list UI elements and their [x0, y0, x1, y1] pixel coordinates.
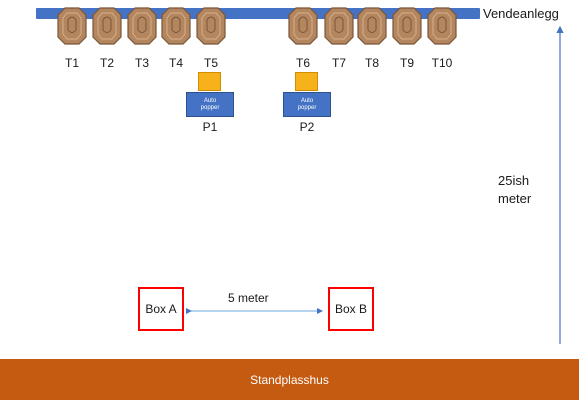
popper-label: P1 — [202, 120, 218, 134]
target-label: T5 — [203, 56, 218, 70]
target-label: T3 — [134, 56, 149, 70]
standplasshus-label: Standplasshus — [250, 372, 329, 387]
popper-label: P2 — [299, 120, 315, 134]
target-label: T1 — [64, 56, 79, 70]
target-icon — [92, 7, 122, 45]
popper-p1: Auto popper — [186, 72, 234, 117]
popper-caption-line1: Auto — [300, 98, 314, 104]
target-t2: T2 — [92, 7, 122, 70]
popper-base: Auto popper — [186, 92, 234, 117]
target-label: T4 — [168, 56, 183, 70]
target-t1: T1 — [57, 7, 87, 70]
target-label: T10 — [431, 56, 453, 70]
popper-p2: Auto popper — [283, 72, 331, 117]
target-t10: T10 — [427, 7, 457, 70]
target-label: T7 — [331, 56, 346, 70]
rail-label: Vendeanlegg — [483, 6, 559, 21]
popper-caption-line2: popper — [297, 105, 317, 111]
popper-caption-line2: popper — [200, 105, 220, 111]
popper-base: Auto popper — [283, 92, 331, 117]
box-b: Box B — [328, 287, 374, 331]
target-icon — [324, 7, 354, 45]
distance-label-line2: meter — [498, 191, 532, 206]
target-t7: T7 — [324, 7, 354, 70]
standplasshus-bar: Standplasshus — [0, 359, 579, 400]
target-icon — [392, 7, 422, 45]
target-label: T9 — [399, 56, 414, 70]
box-gap-label: 5 meter — [228, 291, 269, 305]
target-icon — [127, 7, 157, 45]
target-t5: T5 — [196, 7, 226, 70]
popper-caption-line1: Auto — [203, 98, 217, 104]
target-t8: T8 — [357, 7, 387, 70]
target-icon — [196, 7, 226, 45]
distance-label-line1: 25ish — [498, 173, 530, 188]
target-t6: T6 — [288, 7, 318, 70]
target-label: T2 — [99, 56, 114, 70]
target-t3: T3 — [127, 7, 157, 70]
popper-top — [295, 72, 318, 91]
box-a: Box A — [138, 287, 184, 331]
target-t9: T9 — [392, 7, 422, 70]
distance-label: 25ish meter — [498, 172, 552, 208]
popper-top — [198, 72, 221, 91]
target-label: T6 — [295, 56, 310, 70]
target-t4: T4 — [161, 7, 191, 70]
target-label: T8 — [364, 56, 379, 70]
target-rail — [36, 8, 480, 19]
target-icon — [57, 7, 87, 45]
target-icon — [161, 7, 191, 45]
target-icon — [427, 7, 457, 45]
target-icon — [288, 7, 318, 45]
target-icon — [357, 7, 387, 45]
